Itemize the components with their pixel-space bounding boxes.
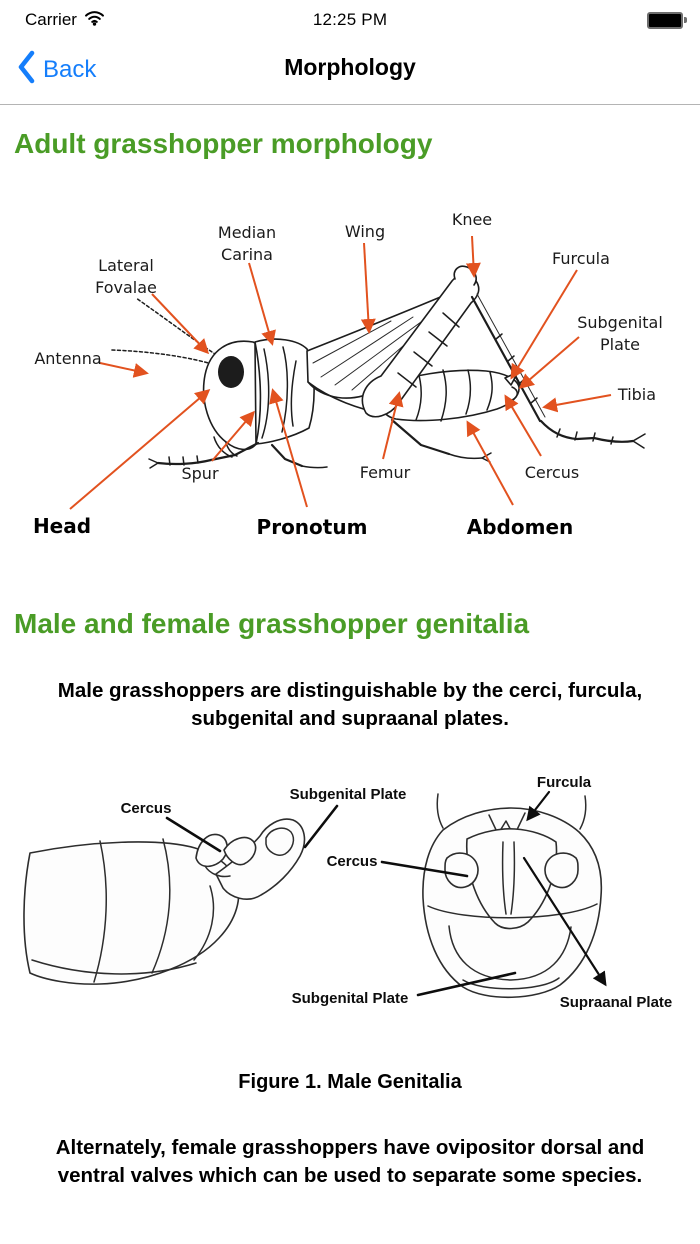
label-subgenital-rear: Subgenital Plate: [292, 990, 409, 1007]
status-bar: Carrier 12:25 PM: [0, 0, 700, 40]
arrow-abdomen: [466, 420, 514, 506]
label-furcula: Furcula: [552, 249, 610, 268]
label-knee: Knee: [452, 210, 492, 229]
line-subgenital-side: [303, 804, 339, 849]
figure1-arrows: [69, 235, 612, 510]
content-scroll[interactable]: Adult grasshopper morphology: [0, 129, 700, 1190]
arrow-subgenital-plate: [518, 336, 580, 389]
wifi-icon: [84, 10, 105, 31]
label-pronotum: Pronotum: [257, 515, 368, 539]
nav-bar: Back Morphology: [0, 40, 700, 105]
label-subgenital-plate-2: Plate: [600, 335, 640, 354]
arrow-furcula-rear: [526, 790, 551, 822]
section-heading-genitalia: Male and female grasshopper genitalia: [14, 608, 530, 639]
status-right: [647, 0, 687, 40]
furcula-structure: [488, 812, 526, 837]
line-subgenital-rear: [416, 971, 517, 997]
label-lateral-fovalae-2: Fovalae: [95, 278, 157, 297]
label-median-carina-1: Median: [218, 223, 276, 242]
chevron-left-icon: [18, 50, 35, 89]
label-wing: Wing: [345, 222, 385, 241]
line-cercus-rear: [380, 860, 469, 878]
cercus-rear-left: [444, 852, 479, 889]
section-heading-morphology: Adult grasshopper morphology: [14, 128, 433, 159]
paragraph-female-line2: ventral valves which can be used to sepa…: [57, 1164, 643, 1187]
page-title: Morphology: [284, 54, 416, 80]
male-genitalia-diagram: Cercus Subgenital Plate Furcula Cercus S…: [23, 774, 673, 1011]
arrow-median-carina: [248, 262, 276, 346]
subgenital-rear-structure: [448, 925, 572, 981]
arrow-wing: [360, 242, 376, 334]
tibia-structure: [470, 295, 542, 423]
genitalia-rear-view: [380, 790, 607, 999]
label-tibia: Tibia: [617, 385, 656, 404]
label-cercus-side: Cercus: [121, 800, 172, 817]
cercus-rear-right: [544, 852, 579, 889]
pronotum: [254, 338, 315, 445]
back-label: Back: [43, 55, 97, 83]
battery-icon: [647, 11, 687, 29]
label-lateral-fovalae-1: Lateral: [98, 256, 154, 275]
label-spur: Spur: [181, 464, 218, 483]
arrow-knee: [465, 235, 481, 278]
arrow-femur: [382, 391, 404, 460]
arrow-lateral-fovalae: [151, 293, 210, 355]
arrow-pronotum: [269, 388, 308, 508]
grasshopper-drawing: [109, 265, 646, 469]
figure1-labels: Antenna Lateral Fovalae Median Carina Wi…: [33, 210, 663, 539]
label-antenna: Antenna: [34, 349, 101, 368]
arrow-supraanal: [522, 856, 607, 987]
cercus-side-structure: [195, 833, 228, 868]
label-supraanal: Supraanal Plate: [560, 994, 673, 1011]
antennae: [109, 297, 222, 367]
line-cercus-side: [165, 816, 222, 853]
arrow-antenna: [99, 362, 149, 378]
arrow-furcula: [510, 269, 578, 380]
paragraph-male-line1: Male grasshoppers are distinguishable by…: [57, 679, 643, 702]
paragraph-male: Male grasshoppers are distinguishable by…: [20, 677, 680, 733]
label-cercus-rear: Cercus: [327, 853, 378, 870]
genitalia-side-view: [23, 804, 339, 985]
label-cercus: Cercus: [525, 463, 580, 482]
label-femur: Femur: [360, 463, 411, 482]
arrow-tibia: [542, 394, 612, 413]
hind-leg: [361, 265, 646, 449]
arrow-cercus: [504, 394, 542, 457]
paragraph-female-line1: Alternately, female grasshoppers have ov…: [55, 1136, 645, 1159]
label-subgenital-plate-1: Subgenital: [577, 313, 663, 332]
front-middle-legs: [148, 418, 492, 469]
paragraph-female: Alternately, female grasshoppers have ov…: [10, 1134, 690, 1190]
carrier-label: Carrier: [25, 10, 77, 29]
arrow-spur: [211, 410, 255, 462]
label-head: Head: [33, 514, 91, 538]
figure-caption: Figure 1. Male Genitalia: [238, 1071, 462, 1093]
label-furcula-rear: Furcula: [537, 774, 592, 791]
paragraph-male-line2: subgenital and supraanal plates.: [191, 707, 509, 730]
figure2-labels: Cercus Subgenital Plate Furcula Cercus S…: [121, 774, 673, 1011]
status-left: Carrier: [25, 0, 105, 40]
status-time: 12:25 PM: [312, 10, 388, 29]
back-button[interactable]: Back: [18, 50, 96, 89]
arrow-head: [69, 389, 211, 510]
label-median-carina-2: Carina: [221, 245, 273, 264]
label-abdomen: Abdomen: [467, 515, 574, 539]
label-subgenital-side: Subgenital Plate: [290, 786, 407, 803]
grasshopper-morphology-diagram: Antenna Lateral Fovalae Median Carina Wi…: [33, 210, 663, 539]
